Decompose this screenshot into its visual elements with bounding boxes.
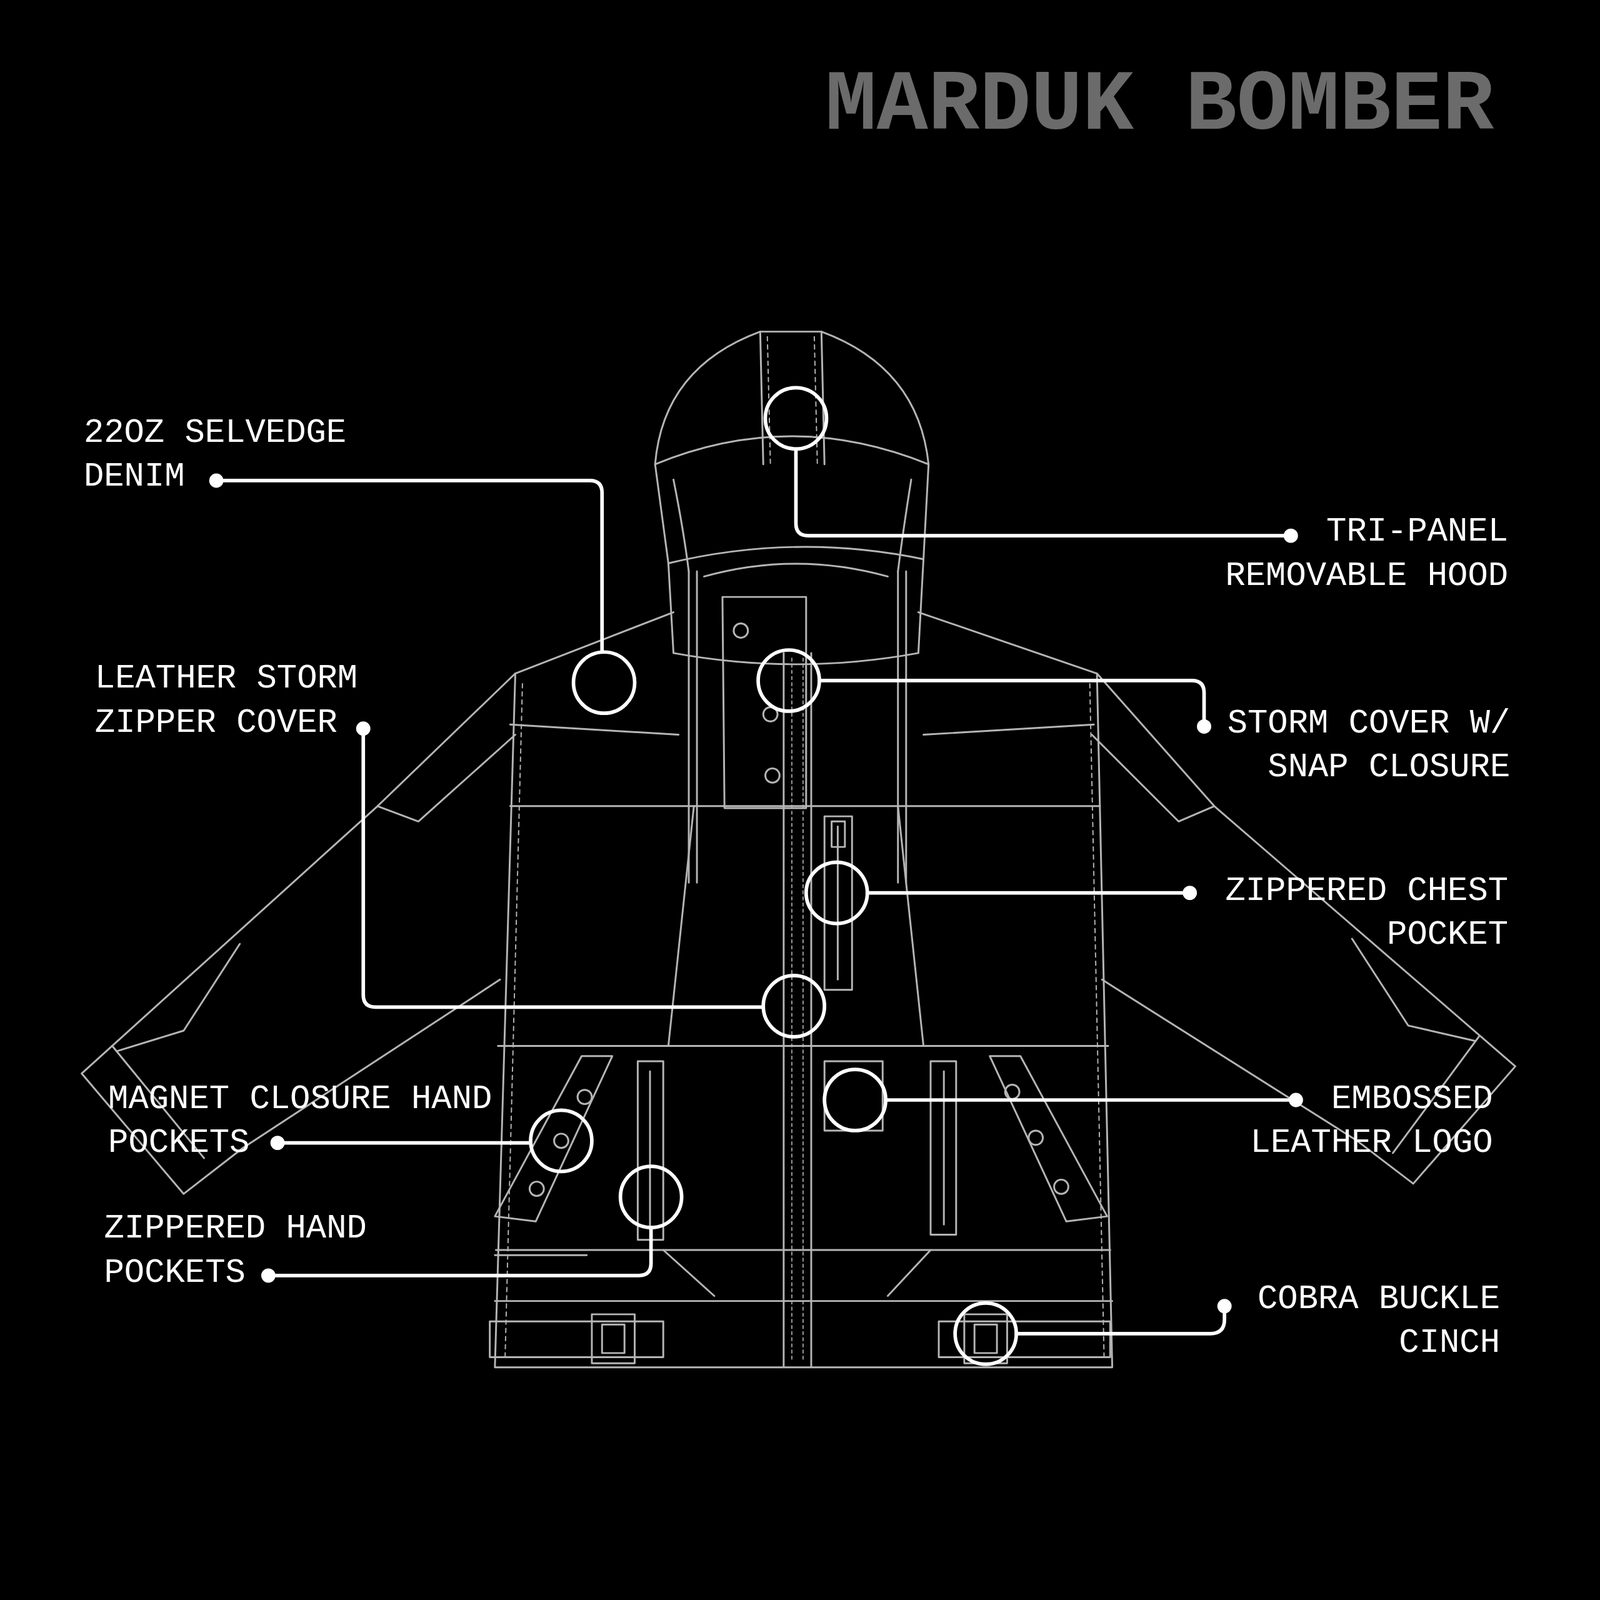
callout-label: TRI-PANEL REMOVABLE HOOD <box>1215 510 1509 598</box>
callout-label: STORM COVER W/ SNAP CLOSURE <box>1196 701 1510 790</box>
callout-label: 22OZ SELVEDGE DENIM <box>83 411 357 499</box>
callout-label: ZIPPERED HAND POCKETS <box>104 1206 377 1295</box>
title: MARDUK BOMBER <box>825 63 1494 149</box>
callout-label: LEATHER STORM ZIPPER COVER <box>95 656 368 745</box>
callout-label: EMBOSSED LEATHER LOGO <box>1240 1077 1493 1165</box>
callout-label: COBRA BUCKLE CINCH <box>1247 1277 1500 1365</box>
callout-label: ZIPPERED CHEST POCKET <box>1215 869 1509 957</box>
callout-label: MAGNET CLOSURE HAND POCKETS <box>108 1077 502 1165</box>
